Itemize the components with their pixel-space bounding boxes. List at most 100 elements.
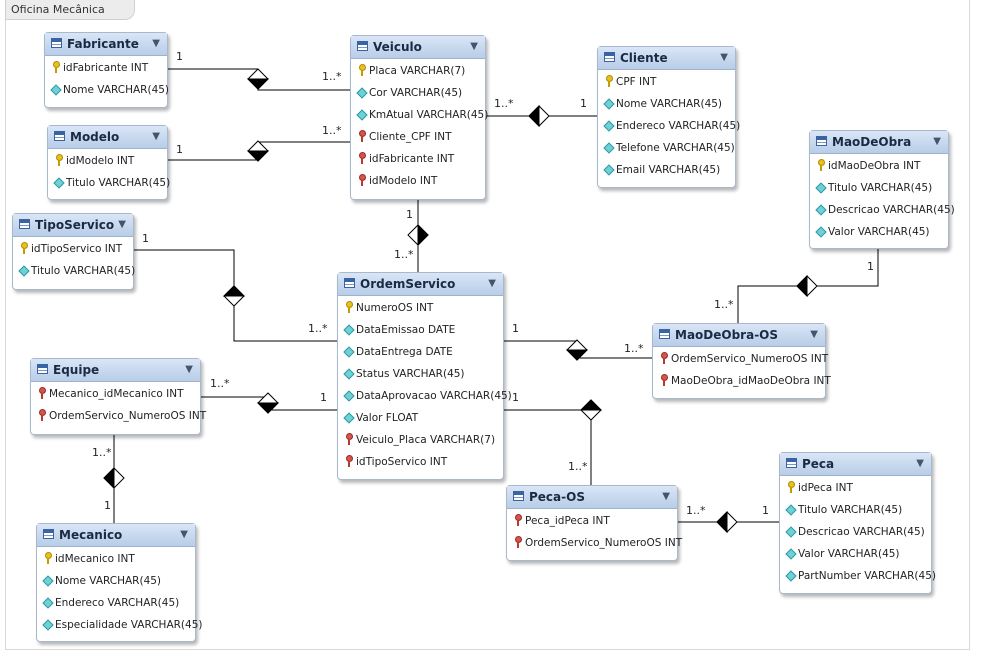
table-column[interactable]: Titulo VARCHAR(45) (13, 260, 136, 282)
collapse-arrow-icon[interactable]: ▼ (152, 38, 160, 49)
collapse-arrow-icon[interactable]: ▼ (810, 329, 818, 340)
table-column[interactable]: Descricao VARCHAR(45) (780, 521, 931, 543)
table-column[interactable]: DataEmissao DATE (338, 319, 503, 341)
table-icon (51, 38, 62, 48)
column-text: idModelo INT (369, 175, 438, 187)
column-icon (344, 323, 353, 335)
table-column[interactable]: idModelo INT (351, 170, 485, 192)
collapse-arrow-icon[interactable]: ▼ (470, 41, 478, 52)
table-column[interactable]: Endereco VARCHAR(45) (598, 115, 740, 137)
collapse-arrow-icon[interactable]: ▼ (916, 458, 924, 469)
table-column[interactable]: idTipoServico INT (338, 451, 503, 473)
table-column[interactable]: Email VARCHAR(45) (598, 159, 735, 181)
table-header[interactable]: Veiculo▼ (351, 36, 485, 59)
table-header[interactable]: MaoDeObra▼ (810, 131, 948, 154)
table-veiculo[interactable]: Veiculo▼Placa VARCHAR(7)Cor VARCHAR(45)K… (350, 35, 488, 200)
column-icon (786, 547, 795, 559)
table-column[interactable]: KmAtual VARCHAR(45) (351, 104, 488, 126)
table-column[interactable]: Valor FLOAT (338, 407, 503, 429)
table-header[interactable]: Equipe▼ (31, 359, 200, 382)
collapse-arrow-icon[interactable]: ▼ (488, 278, 496, 289)
table-column[interactable]: Nome VARCHAR(45) (45, 79, 169, 101)
table-column[interactable]: Veiculo_Placa VARCHAR(7) (338, 429, 503, 451)
table-column[interactable]: idTipoServico INT (13, 238, 133, 260)
table-column[interactable]: Valor VARCHAR(45) (810, 221, 948, 243)
table-column[interactable]: MaoDeObra_idMaoDeObra INT (653, 370, 831, 392)
table-column[interactable]: OrdemServico_NumeroOS INT (653, 348, 828, 370)
rel-diamond-pecaos-peca (716, 510, 738, 534)
collapse-arrow-icon[interactable]: ▼ (180, 529, 188, 540)
table-column[interactable]: idPeca INT (780, 477, 931, 499)
column-text: DataEntrega DATE (356, 346, 453, 358)
table-icon (43, 529, 54, 539)
table-column[interactable]: Cor VARCHAR(45) (351, 82, 485, 104)
primary-key-icon (54, 154, 63, 166)
table-header[interactable]: Peca-OS▼ (507, 486, 677, 509)
column-text: Titulo VARCHAR(45) (31, 265, 136, 277)
column-icon (786, 569, 795, 581)
collapse-arrow-icon[interactable]: ▼ (933, 136, 941, 147)
table-header[interactable]: Fabricante ▼ (45, 33, 167, 56)
card-peca-one: 1 (762, 504, 769, 517)
table-column[interactable]: OrdemServico_NumeroOS INT (507, 532, 682, 554)
card-tiposervico-one: 1 (142, 232, 149, 245)
table-column[interactable]: Telefone VARCHAR(45) (598, 137, 735, 159)
table-column[interactable]: PartNumber VARCHAR(45) (780, 565, 936, 587)
table-header[interactable]: TipoServico▼ (13, 214, 133, 237)
collapse-arrow-icon[interactable]: ▼ (152, 131, 160, 142)
table-header[interactable]: Mecanico▼ (37, 524, 195, 547)
table-column[interactable]: DataEntrega DATE (338, 341, 503, 363)
table-column[interactable]: idModelo INT (48, 150, 167, 172)
table-column[interactable]: idMaoDeObra INT (810, 155, 948, 177)
table-column[interactable]: Nome VARCHAR(45) (598, 93, 735, 115)
table-header[interactable]: Modelo▼ (48, 126, 167, 149)
table-header[interactable]: OrdemServico▼ (338, 273, 503, 296)
table-column[interactable]: Valor VARCHAR(45) (780, 543, 931, 565)
table-header[interactable]: Cliente▼ (598, 47, 735, 70)
table-column[interactable]: idMecanico INT (37, 548, 195, 570)
table-mecanico[interactable]: Mecanico▼idMecanico INT Nome VARCHAR(45) E… (36, 523, 202, 642)
primary-key-icon (357, 64, 366, 76)
table-column[interactable]: Cliente_CPF INT (351, 126, 485, 148)
rel-diamond-maodeobra-maodeobraos (796, 274, 818, 298)
table-column[interactable]: Especialidade VARCHAR(45) (37, 614, 202, 636)
table-column[interactable]: Peca_idPeca INT (507, 510, 677, 532)
collapse-arrow-icon[interactable]: ▼ (185, 364, 193, 375)
table-header[interactable]: MaoDeObra-OS▼ (653, 324, 825, 347)
table-column[interactable]: Mecanico_idMecanico INT (31, 383, 200, 405)
column-icon (604, 163, 613, 175)
column-text: Nome VARCHAR(45) (55, 575, 162, 587)
table-column[interactable]: Titulo VARCHAR(45) (780, 499, 931, 521)
table-column[interactable]: idFabricante INT (45, 57, 167, 79)
table-column[interactable]: CPF INT (598, 71, 735, 93)
table-name: Fabricante (67, 37, 139, 51)
collapse-arrow-icon[interactable]: ▼ (662, 491, 670, 502)
table-column[interactable]: Titulo VARCHAR(45) (48, 172, 170, 194)
table-column[interactable]: idFabricante INT (351, 148, 485, 170)
collapse-arrow-icon[interactable]: ▼ (118, 219, 126, 230)
table-column[interactable]: Placa VARCHAR(7) (351, 60, 485, 82)
table-column[interactable]: OrdemServico_NumeroOS INT (31, 405, 206, 427)
table-header[interactable]: Peca▼ (780, 453, 931, 476)
table-tiposervico[interactable]: TipoServico▼idTipoServico INT Titulo VARC… (12, 213, 136, 290)
table-column[interactable]: DataAprovacao VARCHAR(45) (338, 385, 512, 407)
table-column[interactable]: NumeroOS INT (338, 297, 503, 319)
table-column[interactable]: Endereco VARCHAR(45) (37, 592, 195, 614)
table-column[interactable]: Status VARCHAR(45) (338, 363, 503, 385)
table-column[interactable]: Descricao VARCHAR(45) (810, 199, 955, 221)
table-column[interactable]: Nome VARCHAR(45) (37, 570, 195, 592)
diagram-tab[interactable]: Oficina Mecânica (5, 0, 135, 20)
collapse-arrow-icon[interactable]: ▼ (720, 52, 728, 63)
table-column[interactable]: Titulo VARCHAR(45) (810, 177, 948, 199)
